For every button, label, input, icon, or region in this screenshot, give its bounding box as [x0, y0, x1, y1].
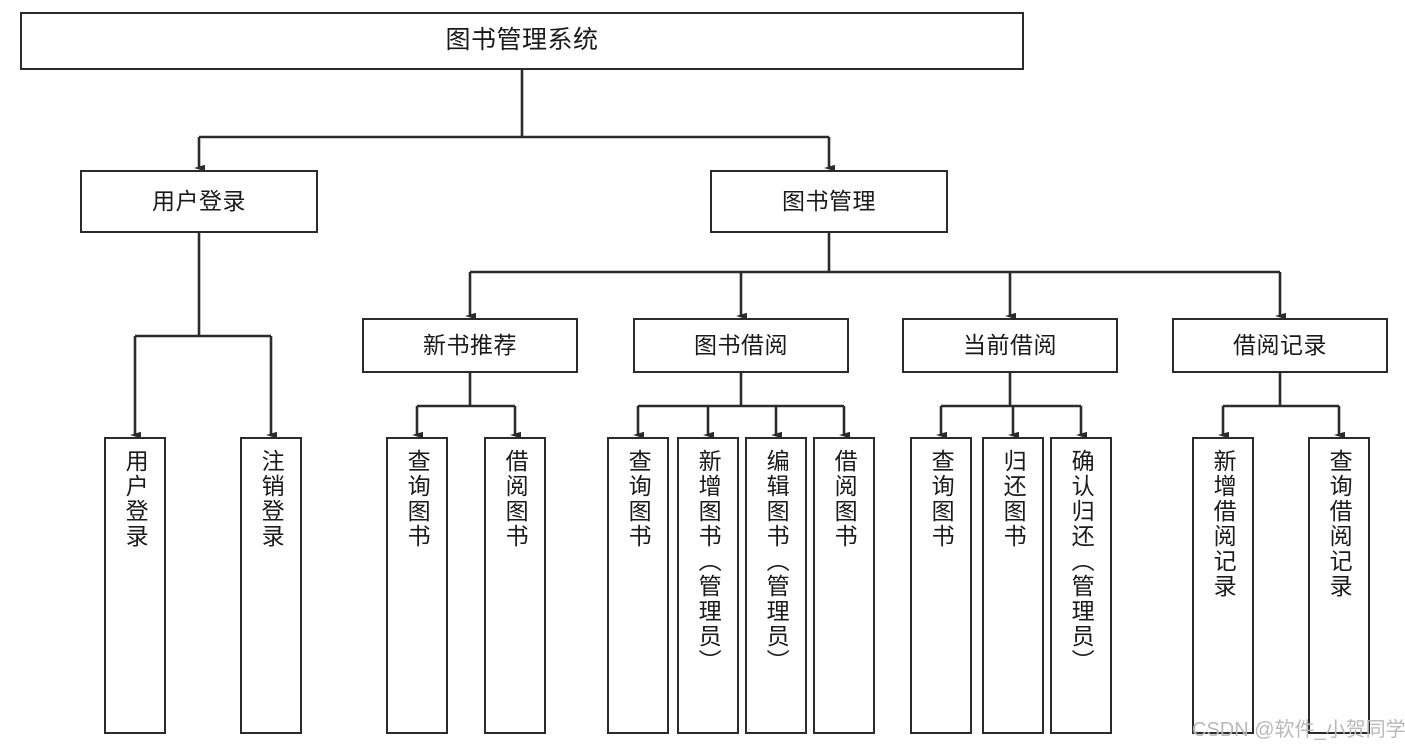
node-label: 用户登录: [122, 449, 149, 549]
node-borrow[interactable]: 图书借阅: [633, 318, 849, 373]
node-leaf-bw-borrow[interactable]: 借阅图书: [813, 437, 875, 734]
node-label: 确认归还（管理员）: [1068, 449, 1095, 674]
node-label: 注销登录: [258, 449, 285, 549]
node-label: 查询图书: [625, 449, 652, 549]
node-leaf-bw-add[interactable]: 新增图书（管理员）: [677, 437, 739, 734]
connector-group: [130, 70, 1345, 439]
node-leaf-rec-query[interactable]: 查询借阅记录: [1308, 437, 1370, 734]
node-leaf-user-logout[interactable]: 注销登录: [240, 437, 302, 734]
node-leaf-nb-query[interactable]: 查询图书: [386, 437, 448, 734]
node-label: 借阅记录: [1233, 331, 1327, 358]
node-label: 图书管理系统: [445, 26, 599, 55]
node-login[interactable]: 用户登录: [80, 170, 318, 233]
node-bookmgmt[interactable]: 图书管理: [710, 170, 948, 233]
node-label: 借阅图书: [502, 449, 529, 549]
node-leaf-cur-query[interactable]: 查询图书: [910, 437, 972, 734]
node-leaf-user-login[interactable]: 用户登录: [104, 437, 166, 734]
node-label: 编辑图书（管理员）: [763, 449, 790, 674]
node-leaf-rec-add[interactable]: 新增借阅记录: [1192, 437, 1254, 734]
node-records[interactable]: 借阅记录: [1172, 318, 1388, 373]
node-label: 归还图书: [1000, 449, 1027, 549]
node-leaf-bw-query[interactable]: 查询图书: [607, 437, 669, 734]
node-label: 当前借阅: [963, 331, 1057, 358]
node-label: 新书推荐: [423, 331, 517, 358]
node-label: 新增图书（管理员）: [695, 449, 722, 674]
node-label: 新增借阅记录: [1210, 449, 1237, 599]
node-label: 借阅图书: [831, 449, 858, 549]
node-current[interactable]: 当前借阅: [902, 318, 1118, 373]
node-newbook[interactable]: 新书推荐: [362, 318, 578, 373]
node-label: 用户登录: [152, 187, 246, 214]
node-leaf-cur-return[interactable]: 归还图书: [982, 437, 1044, 734]
node-leaf-cur-confirm[interactable]: 确认归还（管理员）: [1050, 437, 1112, 734]
node-label: 查询借阅记录: [1326, 449, 1353, 599]
node-root[interactable]: 图书管理系统: [20, 12, 1024, 70]
node-leaf-nb-borrow[interactable]: 借阅图书: [484, 437, 546, 734]
node-label: 图书借阅: [694, 331, 788, 358]
node-label: 图书管理: [782, 187, 876, 214]
node-label: 查询图书: [928, 449, 955, 549]
node-leaf-bw-edit[interactable]: 编辑图书（管理员）: [745, 437, 807, 734]
node-label: 查询图书: [404, 449, 431, 549]
